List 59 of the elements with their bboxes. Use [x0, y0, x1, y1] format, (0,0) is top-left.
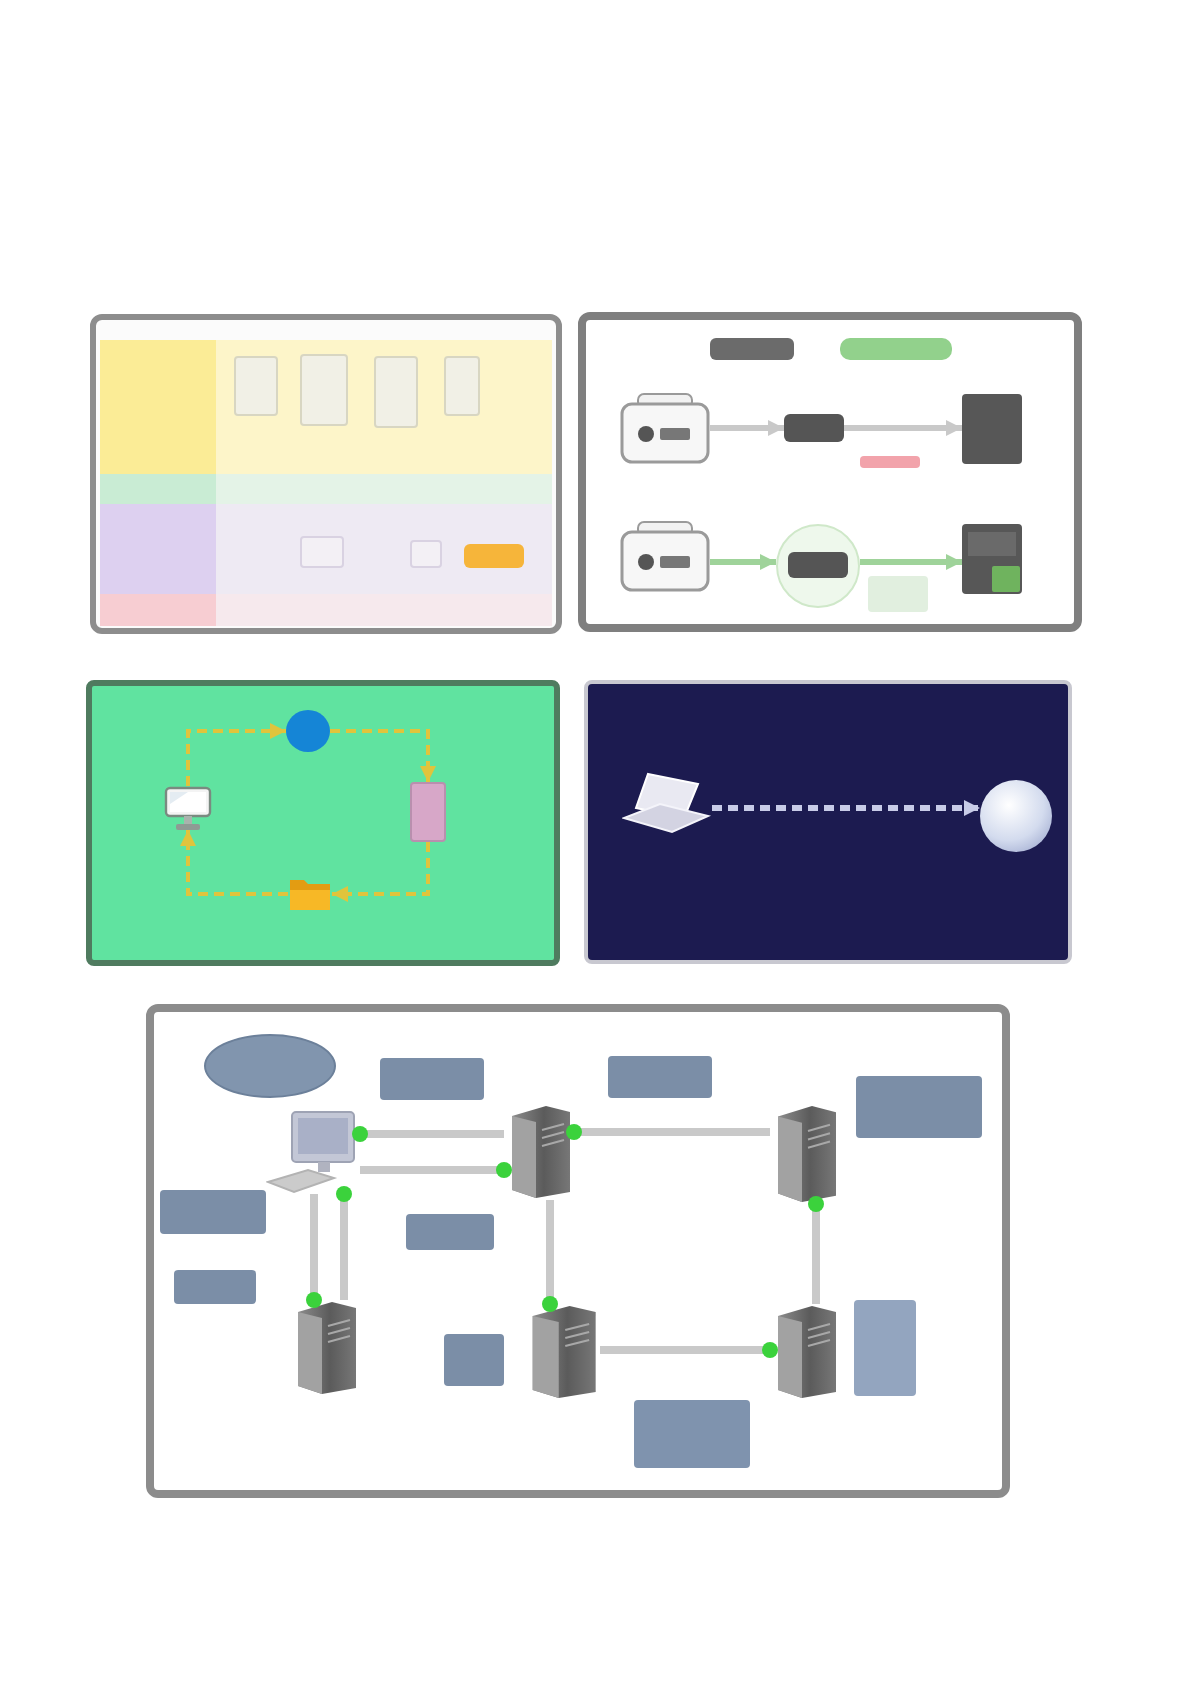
diagram-thumbnail-panel — [584, 680, 1072, 964]
connector-line — [306, 1194, 322, 1308]
device-box — [784, 414, 844, 442]
process-box — [300, 536, 344, 568]
diagram-thumbnail-panel — [86, 680, 560, 966]
monitor-icon — [164, 786, 212, 830]
device-icon — [620, 520, 710, 592]
label-box — [444, 1334, 504, 1386]
diagram-thumbnail-panel — [90, 314, 562, 634]
diagram-thumbnail-panel — [578, 312, 1082, 632]
process-box — [300, 354, 348, 426]
swimlane-band — [100, 474, 552, 504]
connector-line — [600, 1342, 778, 1358]
connector-line — [542, 1200, 558, 1312]
swimlane-band — [100, 504, 552, 594]
arrow — [844, 420, 962, 436]
label-box — [608, 1056, 712, 1098]
connector-line — [360, 1162, 512, 1178]
circle-node — [286, 710, 330, 752]
highlight-circle — [776, 524, 860, 608]
device-icon — [620, 392, 710, 464]
label-box — [160, 1190, 266, 1234]
dashed-arrow — [330, 729, 436, 782]
label-box — [854, 1300, 916, 1396]
dashed-arrow — [712, 800, 980, 816]
arrow — [710, 554, 776, 570]
dashed-arrow — [180, 830, 288, 896]
computer-icon — [266, 1110, 360, 1194]
label-box — [380, 1058, 484, 1100]
label-box — [856, 1076, 982, 1138]
swimlane-band — [100, 594, 552, 626]
note-box — [868, 576, 928, 612]
connector-line — [566, 1124, 770, 1140]
label-box — [634, 1400, 750, 1468]
swimlane-band — [100, 340, 552, 474]
label-box — [174, 1270, 256, 1304]
dashed-arrow — [332, 842, 430, 902]
diagram-thumbnail-panel — [146, 1004, 1010, 1498]
arrow — [860, 554, 962, 570]
connector-line — [808, 1196, 824, 1304]
label-box — [406, 1214, 494, 1250]
warning-bar — [860, 456, 920, 468]
tag-pill — [710, 338, 794, 360]
folder-icon — [288, 876, 332, 912]
process-box — [410, 540, 442, 568]
device-box — [962, 394, 1022, 464]
arrow — [710, 420, 784, 436]
device-box — [410, 782, 446, 842]
connector-line — [352, 1126, 504, 1142]
tag-pill — [840, 338, 952, 360]
process-box — [444, 356, 480, 416]
process-box — [234, 356, 278, 416]
dashed-arrow — [186, 723, 286, 786]
sphere-node — [980, 780, 1052, 852]
process-box — [374, 356, 418, 428]
device-icon — [962, 524, 1022, 594]
device-box — [788, 552, 848, 578]
connector-line — [336, 1186, 352, 1300]
highlight-box — [464, 544, 524, 568]
